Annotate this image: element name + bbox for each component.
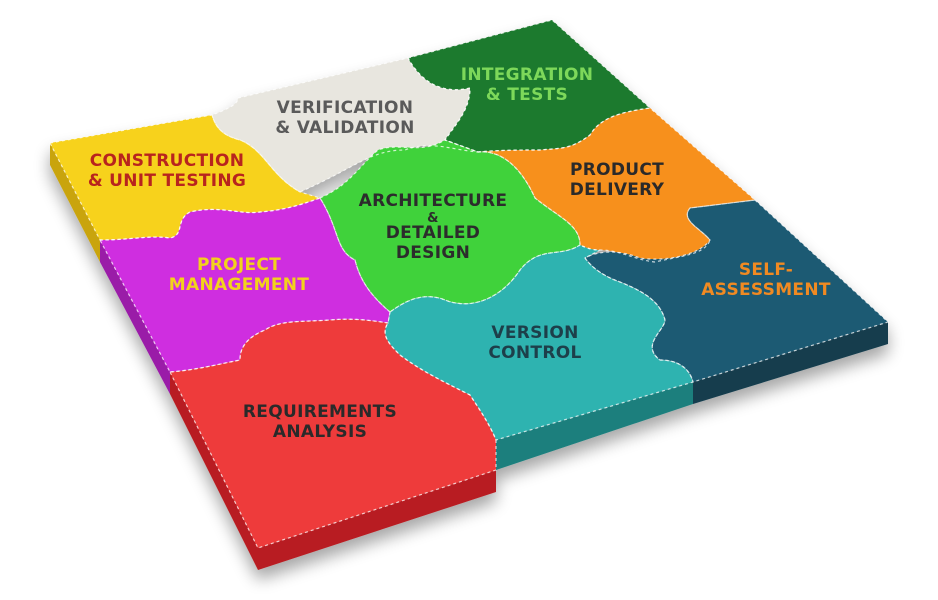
label-line: ANALYSIS [273,422,367,442]
label-verification: VERIFICATION& VALIDATION [275,98,414,138]
label-integration: INTEGRATION& TESTS [461,65,594,105]
label-line: REQUIREMENTS [243,402,397,422]
label-line: INTEGRATION [461,65,594,85]
self-side-front [693,322,888,404]
stitch-requirements [169,318,497,549]
label-line: DESIGN [396,243,470,263]
piece-construction [50,115,320,240]
label-line: ARCHITECTURE [359,191,508,211]
label-line: PROJECT [197,255,281,275]
label-line: ASSESSMENT [701,280,831,300]
piece-requirements [170,319,496,548]
stitch-verification [211,57,479,193]
piece-product [478,108,755,262]
piece-integration [408,20,650,152]
stitch-self [584,199,890,383]
label-line: VERIFICATION [277,98,414,118]
stitch-product [477,107,757,263]
label-line: & [427,211,439,226]
piece-version [385,245,693,440]
label-line: & UNIT TESTING [88,171,246,191]
piece-architecture [320,140,580,312]
requirements-side-left [170,372,258,570]
label-line: PRODUCT [570,160,664,180]
stitch-lines [49,19,890,549]
label-line: CONSTRUCTION [90,151,245,171]
label-line: SELF- [739,260,793,280]
requirements-side-front [258,470,496,570]
piece-verification [212,58,478,192]
construction-side [50,143,100,262]
piece-project [100,198,390,372]
label-line: VERSION [491,323,578,343]
stitch-version [384,244,694,441]
label-line: CONTROL [488,343,581,363]
version-side-front [496,382,693,470]
label-line: DETAILED [386,223,480,243]
label-construction: CONSTRUCTION& UNIT TESTING [88,151,246,191]
label-line: DELIVERY [570,180,665,200]
label-self: SELF-ASSESSMENT [701,260,831,300]
label-line: MANAGEMENT [169,275,309,295]
piece-self [585,200,888,382]
project-side [100,240,170,394]
label-line: & TESTS [486,85,568,105]
label-line: & VALIDATION [275,118,414,138]
